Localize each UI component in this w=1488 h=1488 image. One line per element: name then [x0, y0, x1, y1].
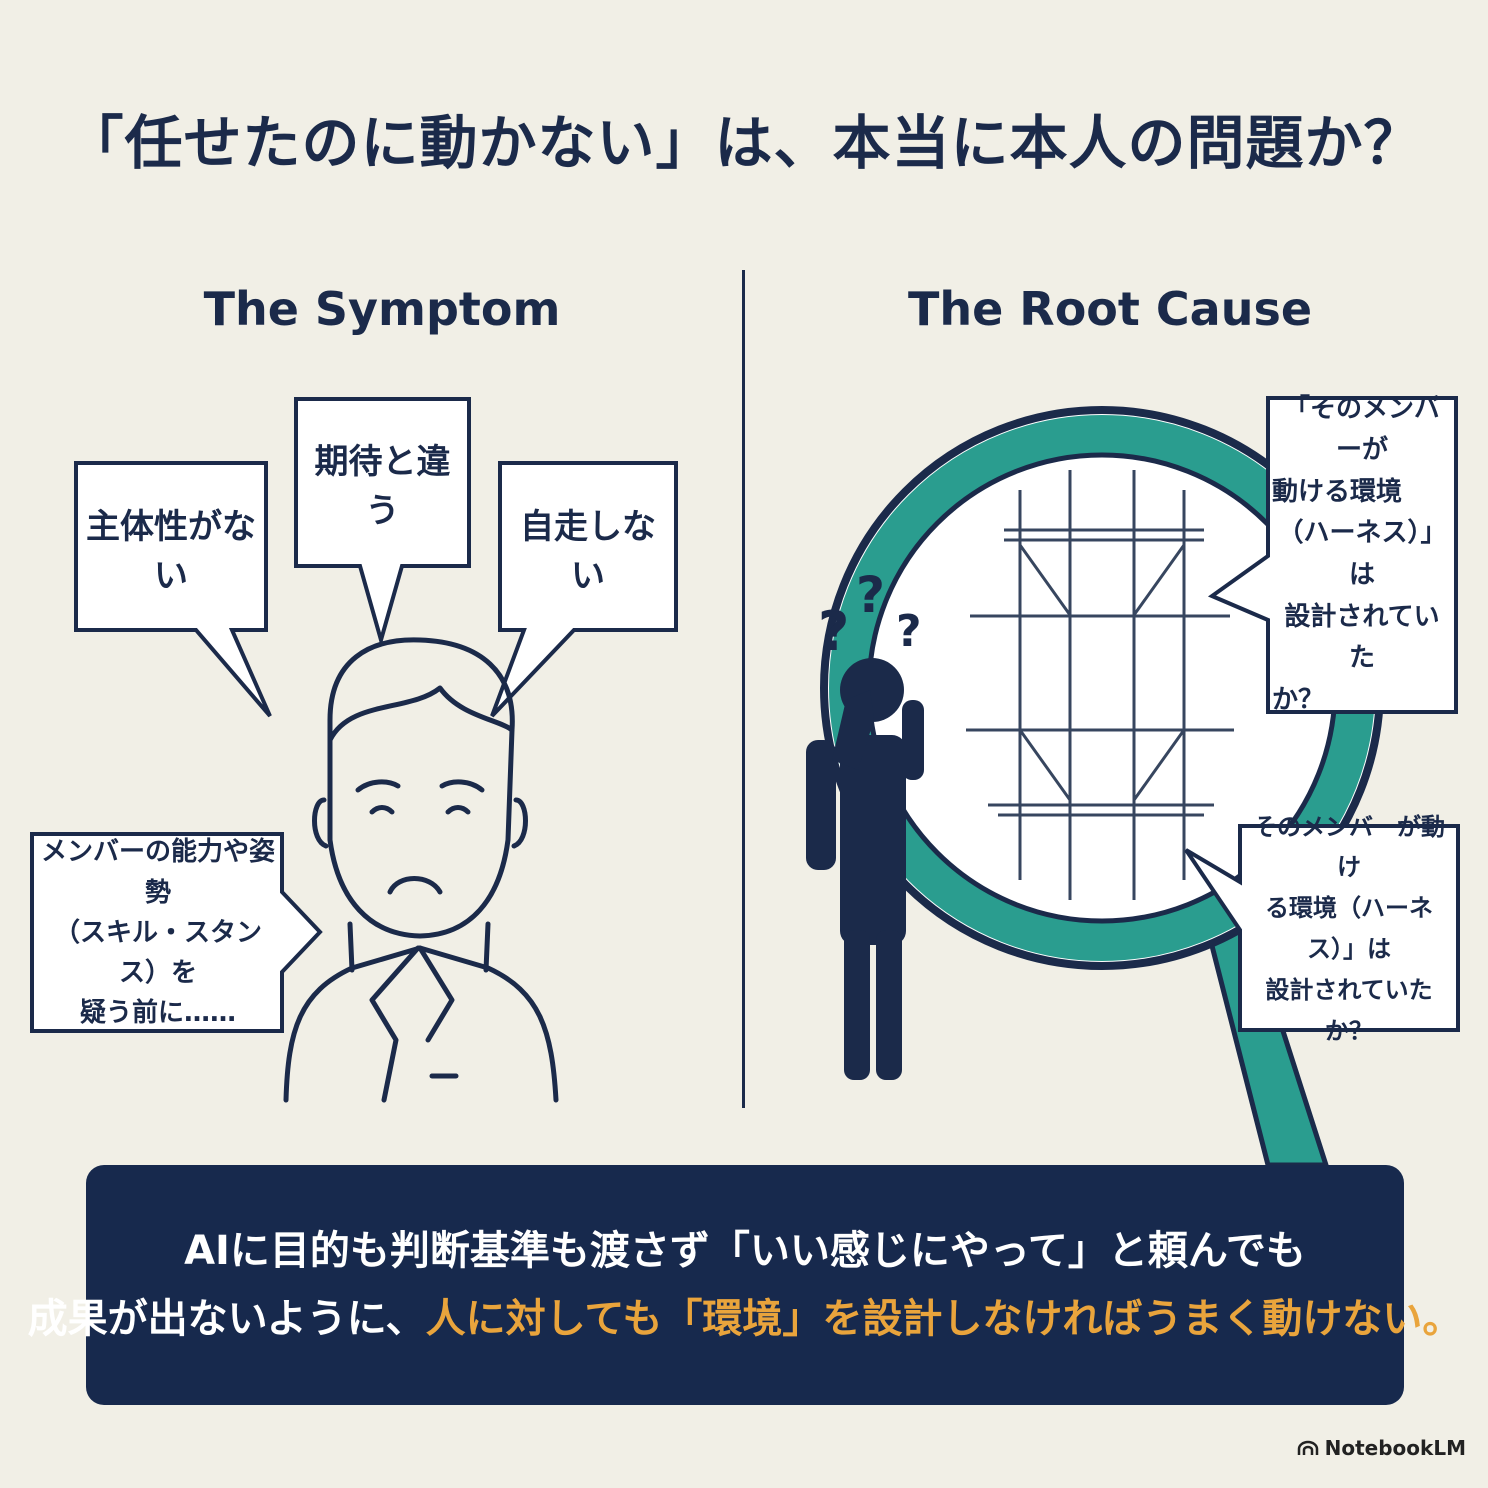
rc-top-line: か？	[1272, 684, 1325, 715]
speech-bubble-b4	[30, 832, 323, 1033]
bubble-b4-line: メンバーの能力や姿勢	[40, 837, 275, 908]
bubble-text-rc-bottom: そのメンバーが動け る環境（ハーネス）」は 設計されていたか？	[1242, 813, 1456, 1045]
bubble-b4-line: 疑う前に……	[79, 998, 236, 1029]
rc-top-line: （ハーネス）」は	[1277, 518, 1447, 590]
question-mark-2: ?	[856, 566, 885, 624]
section-divider	[742, 270, 745, 1108]
conclusion-highlight: 人に対しても「環境」を設計しなければうまく動けない。	[425, 1296, 1463, 1342]
rc-bottom-line: 設計されていたか？	[1265, 975, 1433, 1045]
question-mark-1: ?	[818, 600, 849, 663]
bubble-text-rc-top: 「そのメンバーが 動ける環境 （ハーネス）」は 設計されていた か？	[1272, 394, 1452, 715]
speech-bubble-b1	[74, 461, 272, 718]
question-mark-3: ?	[896, 606, 922, 657]
scaffolding-icon	[966, 470, 1234, 900]
rc-top-line: 「そのメンバーが	[1283, 393, 1440, 466]
question-marks: ? ? ?	[818, 566, 922, 663]
root-cause-heading: The Root Cause	[907, 282, 1313, 336]
bubble-text-b3: 自走しない	[520, 506, 656, 596]
conclusion-box: AIに目的も判断基準も渡さず「いい感じにやって」と頼んでも 成果が出ないように、…	[28, 1165, 1462, 1405]
speech-bubble-rc-top	[1207, 396, 1458, 714]
bubble-text-b1: 主体性がない	[86, 506, 256, 596]
brand-name: NotebookLM	[1324, 1436, 1466, 1460]
page-title: 「任せたのに動かない」は、本当に本人の問題か？	[65, 109, 1423, 177]
bubble-text-b2: 期待と違う	[314, 441, 451, 531]
conclusion-line-2: 成果が出ないように、人に対しても「環境」を設計しなければうまく動けない。	[28, 1285, 1463, 1353]
conclusion-line-1: AIに目的も判断基準も渡さず「いい感じにやって」と頼んでも	[184, 1228, 1306, 1274]
speech-bubble-b3	[490, 461, 678, 718]
notebooklm-logo-icon	[1297, 1440, 1318, 1455]
conclusion-line-2-plain: 成果が出ないように、	[27, 1296, 426, 1342]
rc-top-line: 設計されていた	[1284, 601, 1440, 674]
speech-bubble-rc-bottom	[1184, 824, 1460, 1032]
rc-bottom-line: そのメンバーが動け	[1253, 812, 1445, 882]
brand-watermark: NotebookLM	[1297, 1436, 1466, 1460]
speech-bubble-b2	[294, 397, 471, 648]
bubble-text-b4: メンバーの能力や姿勢 （スキル・スタンス）を 疑う前に……	[36, 837, 280, 1028]
bubble-b4-line: （スキル・スタンス）を	[53, 917, 262, 989]
symptom-heading: The Symptom	[203, 282, 561, 336]
worried-person-icon	[283, 637, 559, 1103]
rc-bottom-line: る環境（ハーネス）」は	[1265, 894, 1433, 963]
rc-top-line: 動ける環境	[1272, 476, 1403, 507]
confused-person-icon	[806, 658, 924, 1080]
